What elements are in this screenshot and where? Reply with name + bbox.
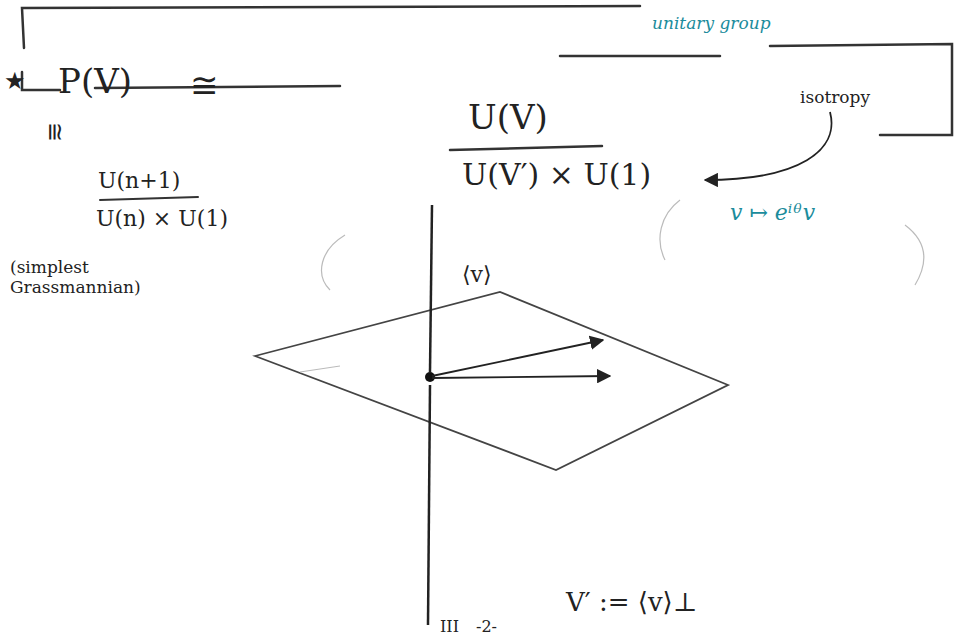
- frame-line: [770, 44, 952, 135]
- frame-line: [22, 6, 640, 48]
- axis-line: [428, 385, 430, 625]
- annotation: (simplest Grassmannian): [10, 258, 160, 297]
- faint-curve: [905, 225, 924, 285]
- subgroup-symbol: U(n) × U(1): [96, 206, 228, 231]
- subspace-label: V′ := ⟨v⟩⊥: [566, 588, 697, 618]
- space-symbol: P(V): [58, 62, 132, 101]
- annotation: isotropy: [800, 88, 870, 108]
- annotation: unitary group: [652, 14, 771, 34]
- line-label: ⟨v⟩: [462, 262, 492, 287]
- faint-curve: [660, 200, 680, 260]
- faint-curve: [322, 235, 345, 290]
- plane: [255, 292, 728, 470]
- frame-line: [560, 55, 720, 58]
- vector-arrow: [432, 340, 603, 376]
- faint-curve: [300, 366, 340, 372]
- group-symbol: U(V): [468, 98, 548, 137]
- origin-dot: [425, 372, 435, 382]
- page-number: -2-: [476, 618, 497, 636]
- vector-arrow: [432, 376, 610, 378]
- fraction-bar: [100, 197, 198, 200]
- isomorphism-sign: ≅: [40, 122, 68, 142]
- subgroup-symbol: U(V′) × U(1): [462, 158, 651, 193]
- frame-line: [22, 72, 60, 90]
- leader-arrow: [705, 112, 831, 180]
- axis-line: [430, 205, 432, 372]
- page-marker: III: [440, 618, 459, 636]
- star-mark: ★: [4, 68, 26, 96]
- annotation: v ↦ eⁱᶿv: [730, 200, 815, 225]
- fraction-bar: [450, 146, 602, 150]
- group-symbol: U(n+1): [98, 168, 180, 193]
- isomorphism-sign: ≅: [190, 66, 218, 105]
